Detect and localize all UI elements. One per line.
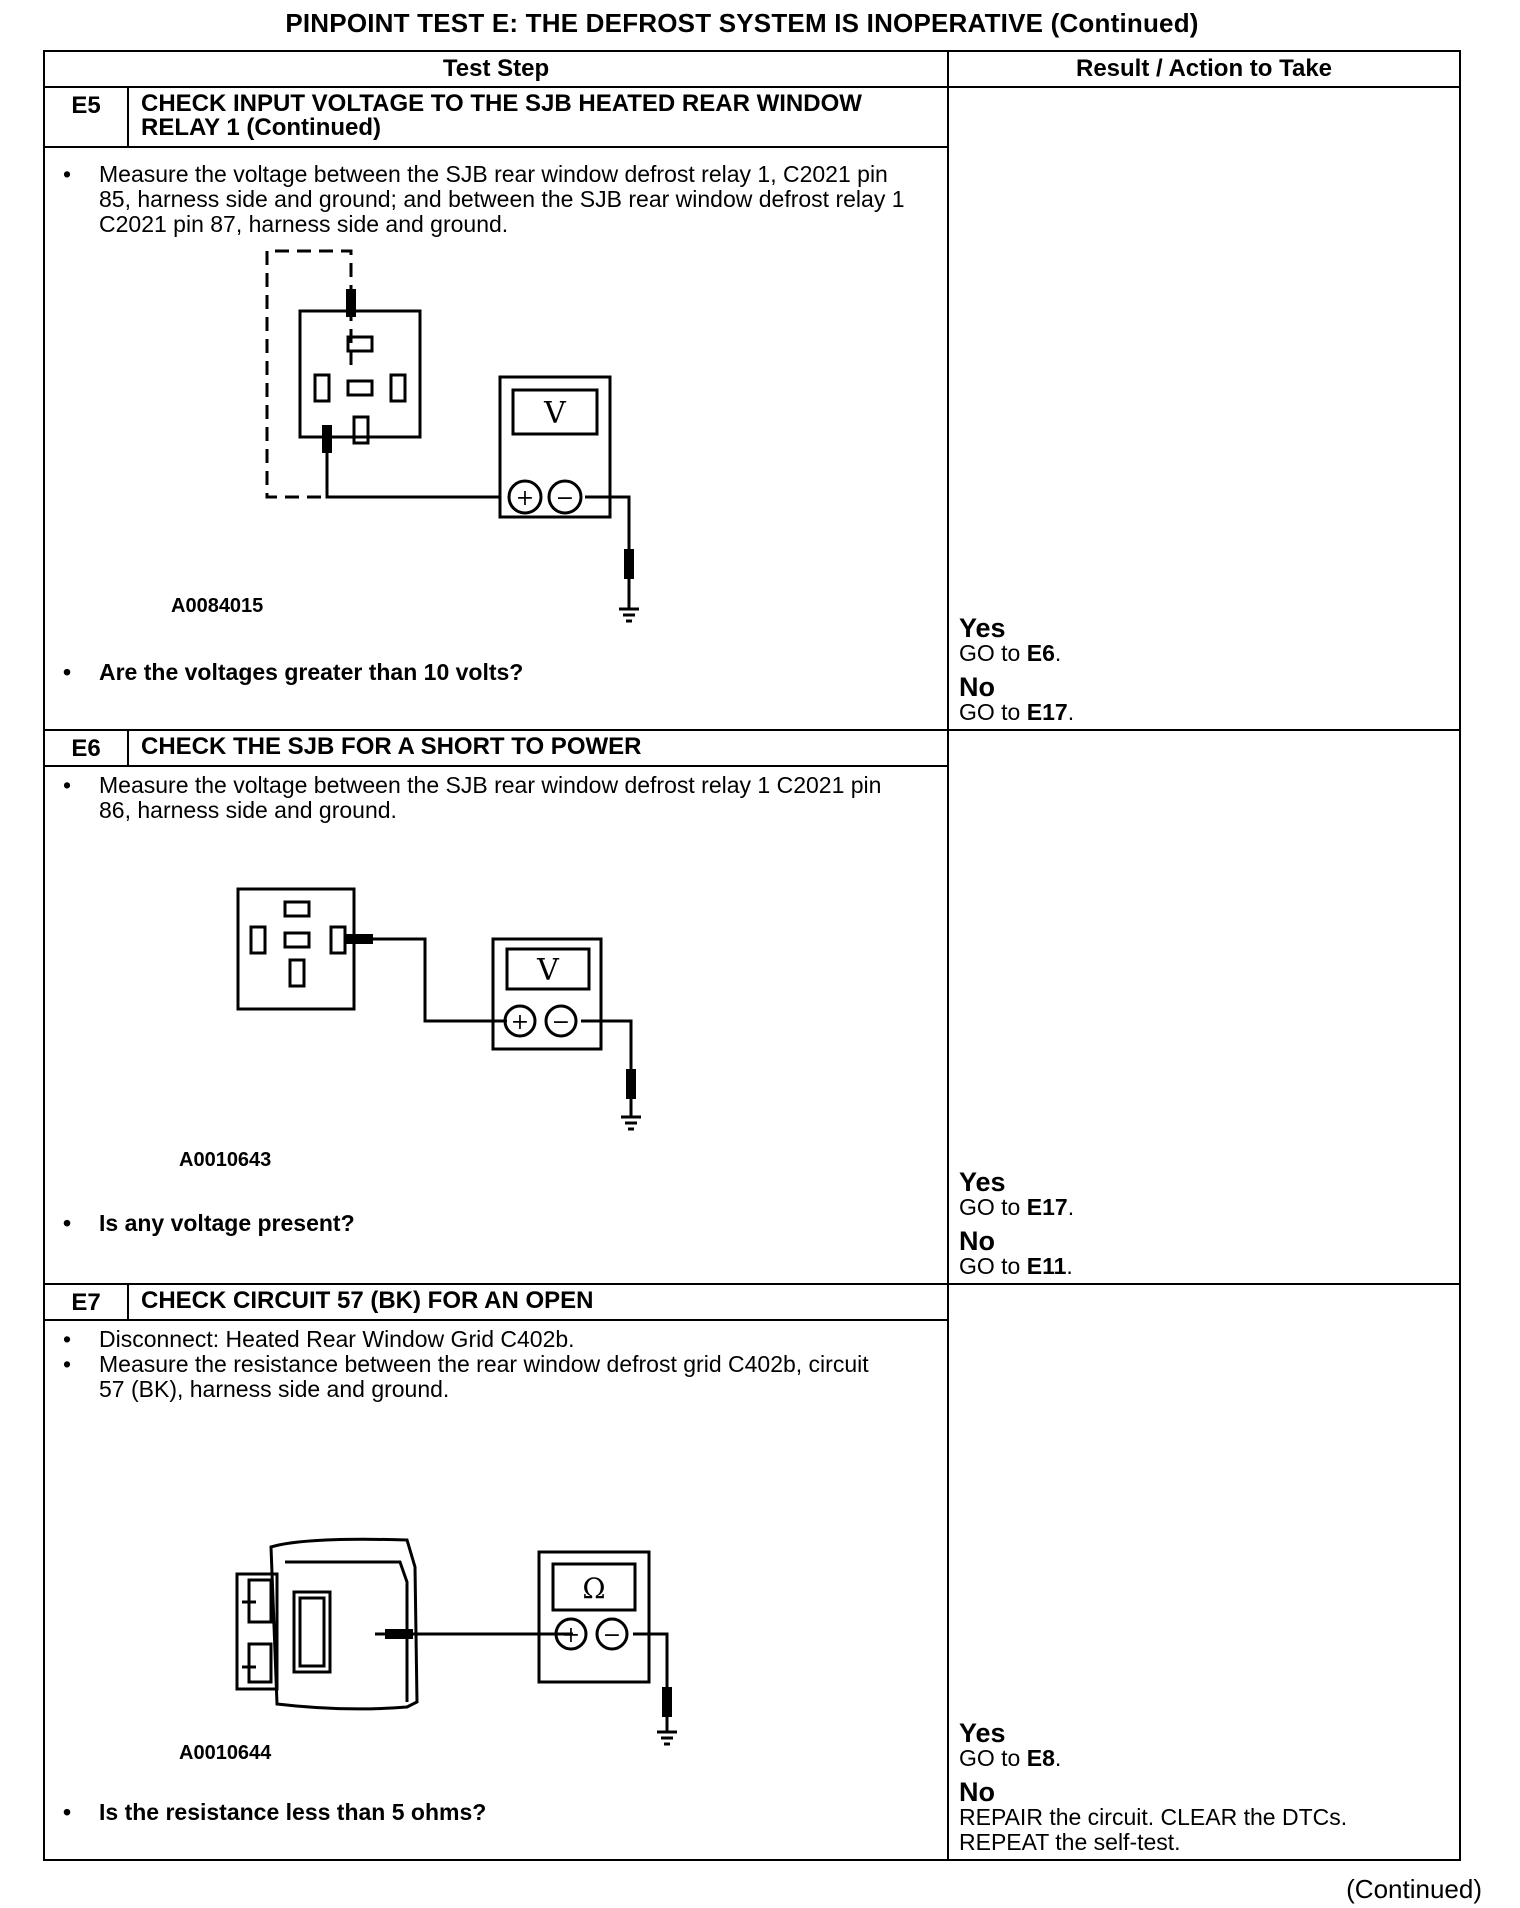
no-target: E17 xyxy=(1026,699,1068,725)
figure-id: A0010644 xyxy=(179,1742,272,1764)
step-code: E7 xyxy=(43,1283,129,1321)
meter-symbol: Ω xyxy=(582,1572,605,1605)
meter-symbol: V xyxy=(543,396,567,431)
pinpoint-test-table: Test Step Result / Action to Take E5 CHE… xyxy=(43,50,1461,1861)
result-block: Yes GO to E6. No GO to E17. xyxy=(959,615,1074,725)
instruction: Measure the resistance between the rear … xyxy=(45,1352,947,1402)
yes-label: Yes xyxy=(959,1718,1006,1748)
result-cell: Yes GO to E8. No REPAIR the circuit. CLE… xyxy=(947,1283,1461,1861)
yes-target: E8 xyxy=(1026,1745,1055,1771)
no-action-line2: REPEAT the self-test. xyxy=(959,1829,1181,1855)
meter-plus: + xyxy=(562,1623,580,1648)
no-target: E11 xyxy=(1026,1253,1067,1279)
header-result: Result / Action to Take xyxy=(947,50,1461,88)
meter-minus: − xyxy=(603,1623,621,1648)
diagram-e5: V + − A0084015 xyxy=(45,247,947,642)
no-action-line1: REPAIR the circuit. CLEAR the DTCs. xyxy=(959,1804,1348,1830)
diagram-e6: V + − A0010643 xyxy=(45,831,947,1201)
step-body: Disconnect: Heated Rear Window Grid C402… xyxy=(43,1319,949,1861)
no-action: GO to xyxy=(959,1253,1027,1279)
result-block: Yes GO to E8. No REPAIR the circuit. CLE… xyxy=(959,1720,1347,1855)
yes-end: . xyxy=(1067,1194,1075,1220)
yes-action: GO to xyxy=(959,1194,1027,1220)
yes-target: E17 xyxy=(1026,1194,1068,1220)
page-title: PINPOINT TEST E: THE DEFROST SYSTEM IS I… xyxy=(285,8,1199,38)
question: Is the resistance less than 5 ohms? xyxy=(45,1800,947,1826)
header-test-step: Test Step xyxy=(43,50,949,88)
meter-plus: + xyxy=(511,1010,529,1035)
yes-end: . xyxy=(1054,1745,1062,1771)
yes-label: Yes xyxy=(959,613,1006,643)
instruction: Disconnect: Heated Rear Window Grid C402… xyxy=(45,1327,947,1353)
no-end: . xyxy=(1066,1253,1073,1279)
step-title: CHECK THE SJB FOR A SHORT TO POWER xyxy=(127,729,949,767)
no-label: No xyxy=(959,672,995,702)
result-block: Yes GO to E17. No GO to E11. xyxy=(959,1169,1074,1279)
relay-voltage-diagram: V + − xyxy=(265,249,639,623)
meter-minus: − xyxy=(552,1010,570,1035)
yes-action: GO to xyxy=(959,640,1027,666)
yes-end: . xyxy=(1054,640,1062,666)
no-label: No xyxy=(959,1226,995,1256)
no-end: . xyxy=(1067,699,1075,725)
step-code: E6 xyxy=(43,729,129,767)
step-body: Measure the voltage between the SJB rear… xyxy=(43,765,949,1285)
no-label: No xyxy=(959,1777,995,1807)
figure-id: A0084015 xyxy=(171,595,264,617)
step-title: CHECK INPUT VOLTAGE TO THE SJB HEATED RE… xyxy=(127,86,949,148)
instruction: Measure the voltage between the SJB rear… xyxy=(45,773,947,823)
figure-id: A0010643 xyxy=(179,1149,272,1171)
instruction: Measure the voltage between the SJB rear… xyxy=(45,162,947,237)
meter-minus: − xyxy=(556,486,574,511)
yes-target: E6 xyxy=(1026,640,1055,666)
relay-short-diagram: V + − xyxy=(236,887,641,1131)
meter-plus: + xyxy=(516,486,534,511)
continued-note: (Continued) xyxy=(1346,1874,1482,1904)
yes-label: Yes xyxy=(959,1167,1006,1197)
result-cell: Yes GO to E17. No GO to E11. xyxy=(947,729,1461,1285)
step-title: CHECK CIRCUIT 57 (BK) FOR AN OPEN xyxy=(127,1283,949,1321)
diagram-e7: Ω + − A0010644 xyxy=(45,1412,947,1790)
meter-symbol: V xyxy=(536,953,560,988)
question: Are the voltages greater than 10 volts? xyxy=(45,660,947,686)
result-cell: Yes GO to E6. No GO to E17. xyxy=(947,86,1461,731)
step-code: E5 xyxy=(43,86,129,148)
yes-action: GO to xyxy=(959,1745,1027,1771)
question: Is any voltage present? xyxy=(45,1211,947,1237)
no-action: GO to xyxy=(959,699,1027,725)
grid-resistance-diagram: Ω + − xyxy=(235,1537,677,1746)
step-body: Measure the voltage between the SJB rear… xyxy=(43,146,949,731)
